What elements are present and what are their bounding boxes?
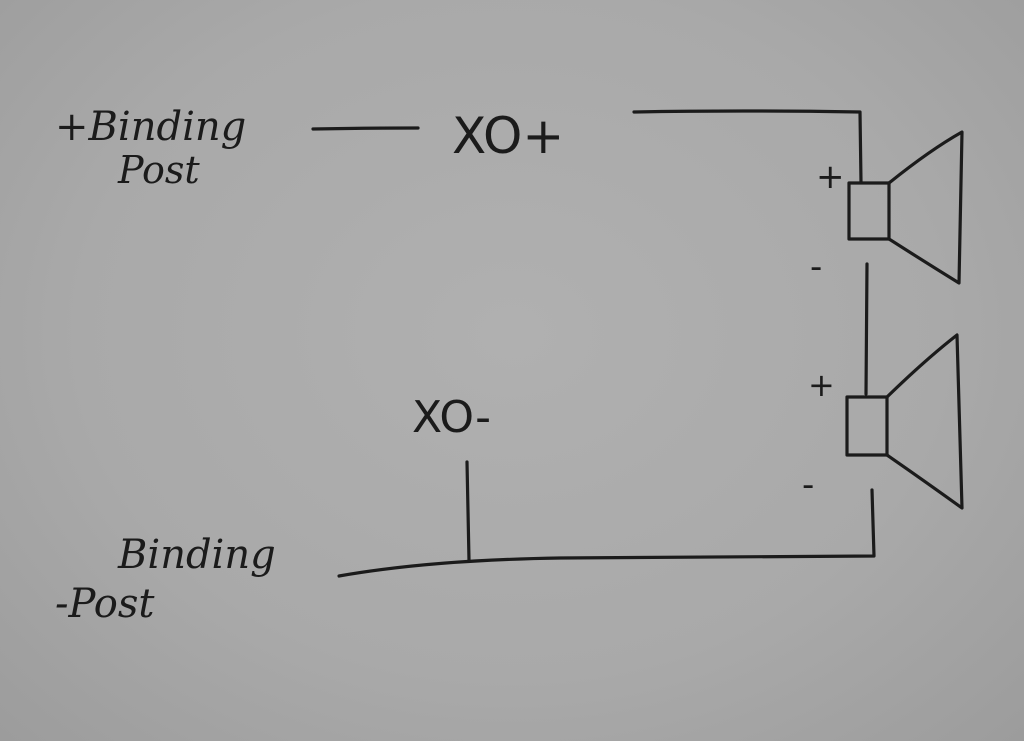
- speaker-1-icon: [847, 130, 964, 285]
- xo-neg-label: XO-: [412, 392, 491, 443]
- wire-xo-neg-tap: [465, 460, 471, 562]
- speaker-2-icon: [845, 333, 964, 510]
- wire-speaker2-to-neg-post: [337, 488, 876, 578]
- pos-post-label-line2: Post: [117, 148, 200, 192]
- speaker1-plus-label: +: [816, 157, 845, 197]
- neg-post-label-line1: Binding: [117, 532, 276, 578]
- xo-pos-label: XO+: [452, 107, 564, 165]
- speaker1-minus-label: -: [810, 247, 822, 287]
- wire-xo-pos-to-speaker1: [632, 109, 863, 184]
- pos-post-label-line1: +Binding: [55, 104, 246, 150]
- wire-post-to-xo-pos: [311, 126, 420, 131]
- speaker2-plus-label: +: [808, 366, 835, 404]
- wire-speaker1-to-speaker2: [864, 262, 869, 396]
- neg-post-label-line2: -Post: [55, 581, 155, 627]
- speaker2-minus-label: -: [802, 465, 814, 505]
